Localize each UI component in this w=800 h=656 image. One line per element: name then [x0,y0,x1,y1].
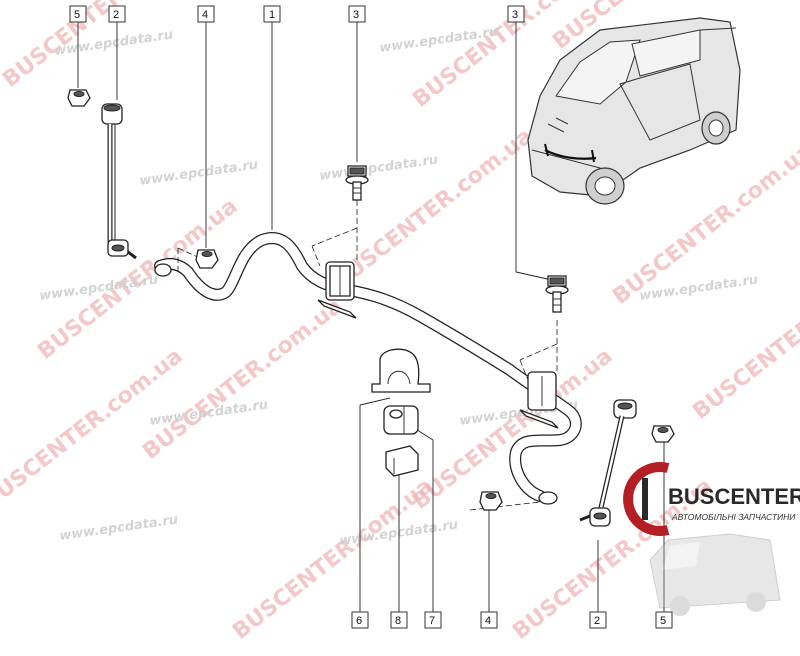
insert-part-8 [385,445,419,477]
callout-4-top: 4 [197,5,215,23]
link-rod-left [101,103,137,260]
bushing-part-7 [383,405,419,435]
svg-text:6: 6 [356,615,362,627]
callout-6-bottom: 6 [351,611,369,629]
svg-text:3: 3 [512,9,518,21]
buscenter-logo: BUSCENTER АВТОМОБІЛЬНІ ЗАПЧАСТИНИ [623,462,800,616]
svg-text:4: 4 [485,615,491,627]
logo-name: BUSCENTER [668,484,800,509]
bolt-lower [545,275,569,313]
bushing-bracket-left [317,261,357,319]
callout-group-top: 5 2 4 1 3 3 [69,5,525,23]
callout-group-bottom: 6 8 7 4 2 5 [351,611,673,629]
svg-text:5: 5 [74,9,80,21]
bolt-upper [345,165,369,201]
callout-8-bottom: 8 [390,611,408,629]
anti-roll-bar [154,232,582,505]
callout-7-bottom: 7 [424,611,442,629]
leader-lines [77,22,665,612]
svg-text:2: 2 [113,9,119,21]
bar-end-eye-right [538,491,558,505]
watermark-site: www.epcdata.ru [58,512,179,544]
callout-2-top: 2 [108,5,126,23]
svg-text:8: 8 [395,615,401,627]
logo-tagline: АВТОМОБІЛЬНІ ЗАПЧАСТИНИ [671,512,796,522]
watermark-brand: BUSCENTER.com.ua [138,294,347,465]
watermark-brand: BUSCENTER.com.ua [328,124,537,295]
nut-upper [195,249,219,269]
svg-text:4: 4 [202,9,208,21]
callout-3-top-right: 3 [507,5,525,23]
svg-text:3: 3 [353,9,359,21]
callout-1-top: 1 [263,5,281,23]
bracket-part-6 [371,348,431,393]
nut-lower [479,491,503,511]
watermark-site: www.epcdata.ru [138,157,259,189]
bar-end-eye-left [154,263,172,277]
svg-text:1: 1 [269,9,275,21]
nut-link-right [651,425,675,443]
svg-text:7: 7 [429,615,435,627]
bushing-bracket-right [519,371,559,429]
nut-link-left [67,89,91,107]
watermark-site: www.epcdata.ru [318,152,439,184]
callout-3-top: 3 [348,5,366,23]
callout-4-bottom: 4 [480,611,498,629]
van-illustration [527,17,741,205]
callout-5-top: 5 [69,5,87,23]
svg-text:2: 2 [594,615,600,627]
logo-c-mark [623,462,670,536]
link-rod-right [579,399,637,527]
svg-text:5: 5 [660,615,666,627]
logo-van-icon [649,533,781,616]
callout-2-bottom: 2 [589,611,607,629]
callout-5-bottom: 5 [655,611,673,629]
